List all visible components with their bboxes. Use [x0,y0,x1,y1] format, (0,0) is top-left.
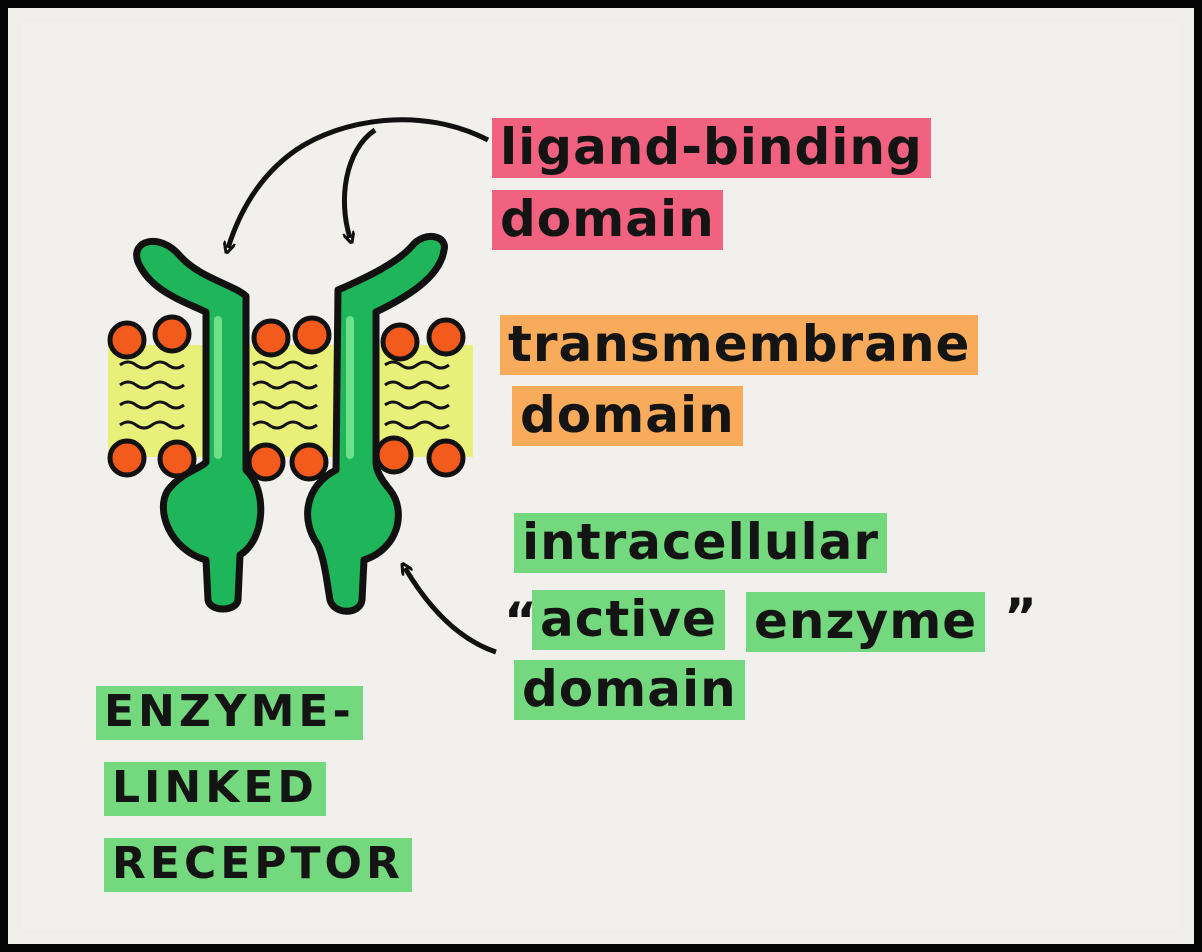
intracellular-label-active: active [532,590,725,650]
transmembrane-label-line2: domain [512,386,743,446]
title-line2: LINKED [104,762,326,816]
quote-open: “ [504,592,537,650]
arrow-to-left-ligand [228,117,490,248]
intracellular-label-enzyme: enzyme [746,592,986,652]
intracellular-label-line3: domain [514,660,745,720]
intracellular-label-line1: intracellular [514,513,887,573]
ligand-binding-label-line1: ligand-binding [492,118,931,178]
lipid-tails [119,360,450,430]
title-line1: ENZYME- [96,686,363,740]
lipid-bilayer [107,314,473,482]
receptor-right [304,233,448,615]
transmembrane-label-line1: transmembrane [500,315,979,375]
receptor-left [133,237,265,613]
arrow-to-right-ligand [341,127,377,238]
title-line3: RECEPTOR [104,838,412,892]
ligand-binding-label-line2: domain [492,190,723,250]
lipid-heads [107,314,466,482]
arrow-to-intracellular [405,568,497,655]
quote-close: ” [1004,588,1037,646]
